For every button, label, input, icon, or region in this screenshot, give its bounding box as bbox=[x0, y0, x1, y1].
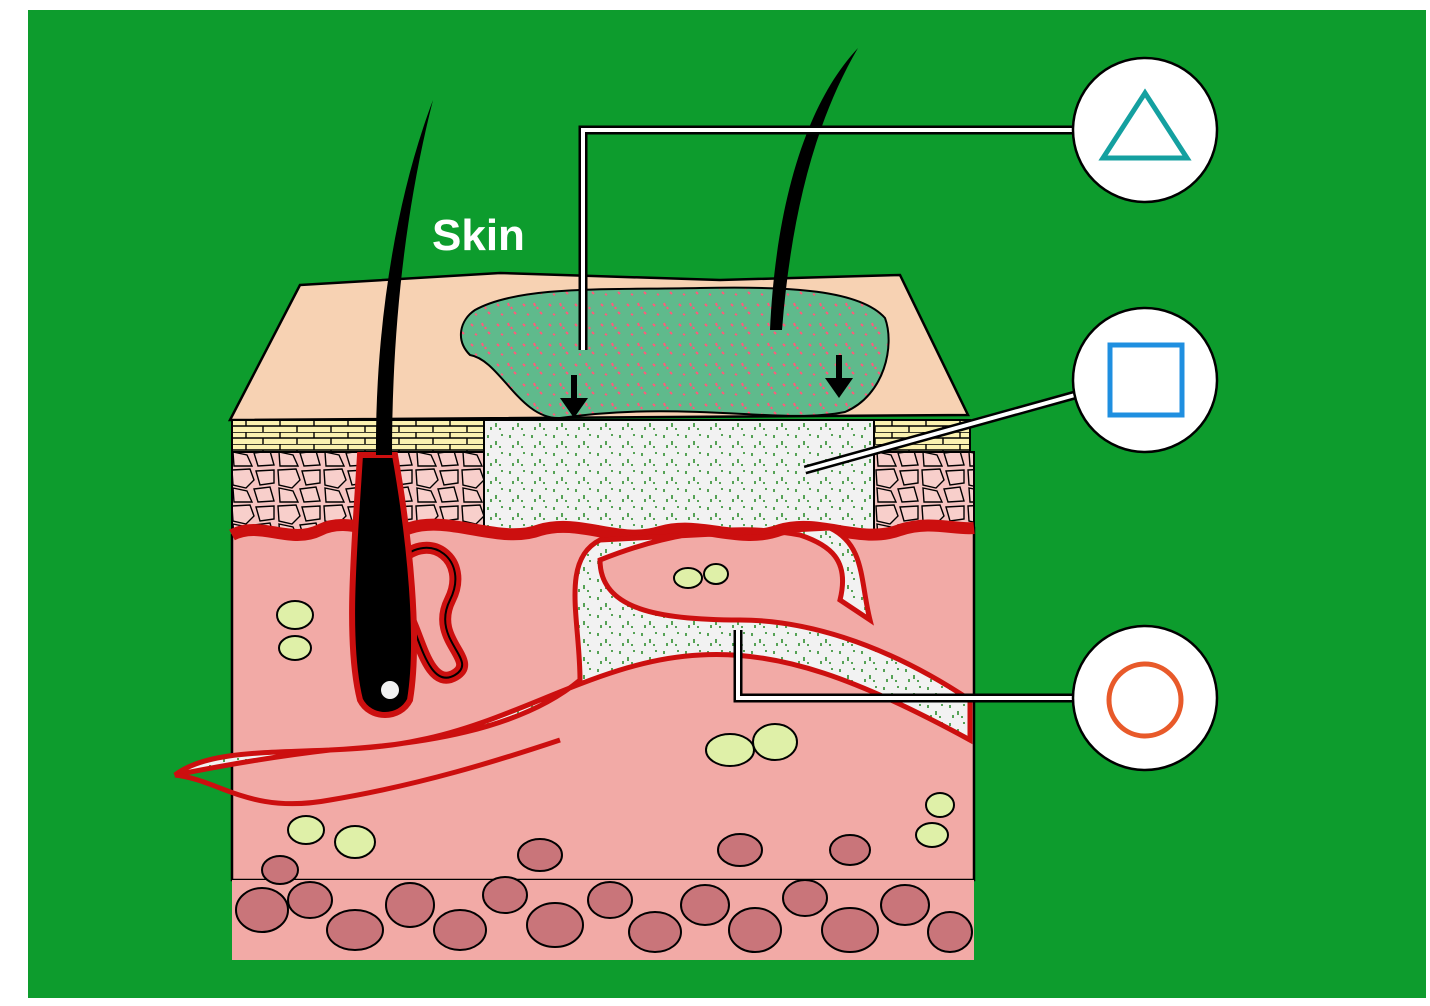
damaged-epidermis bbox=[484, 420, 874, 532]
stratum-corneum-left bbox=[232, 420, 484, 452]
diagram-title: Skin bbox=[432, 211, 525, 260]
marker-square bbox=[1073, 308, 1217, 452]
epidermis-cells-right bbox=[874, 452, 974, 530]
wound-patch bbox=[461, 288, 889, 418]
hair-bulb bbox=[380, 680, 400, 700]
marker-triangle bbox=[1073, 58, 1217, 202]
marker-circle bbox=[1073, 626, 1217, 770]
